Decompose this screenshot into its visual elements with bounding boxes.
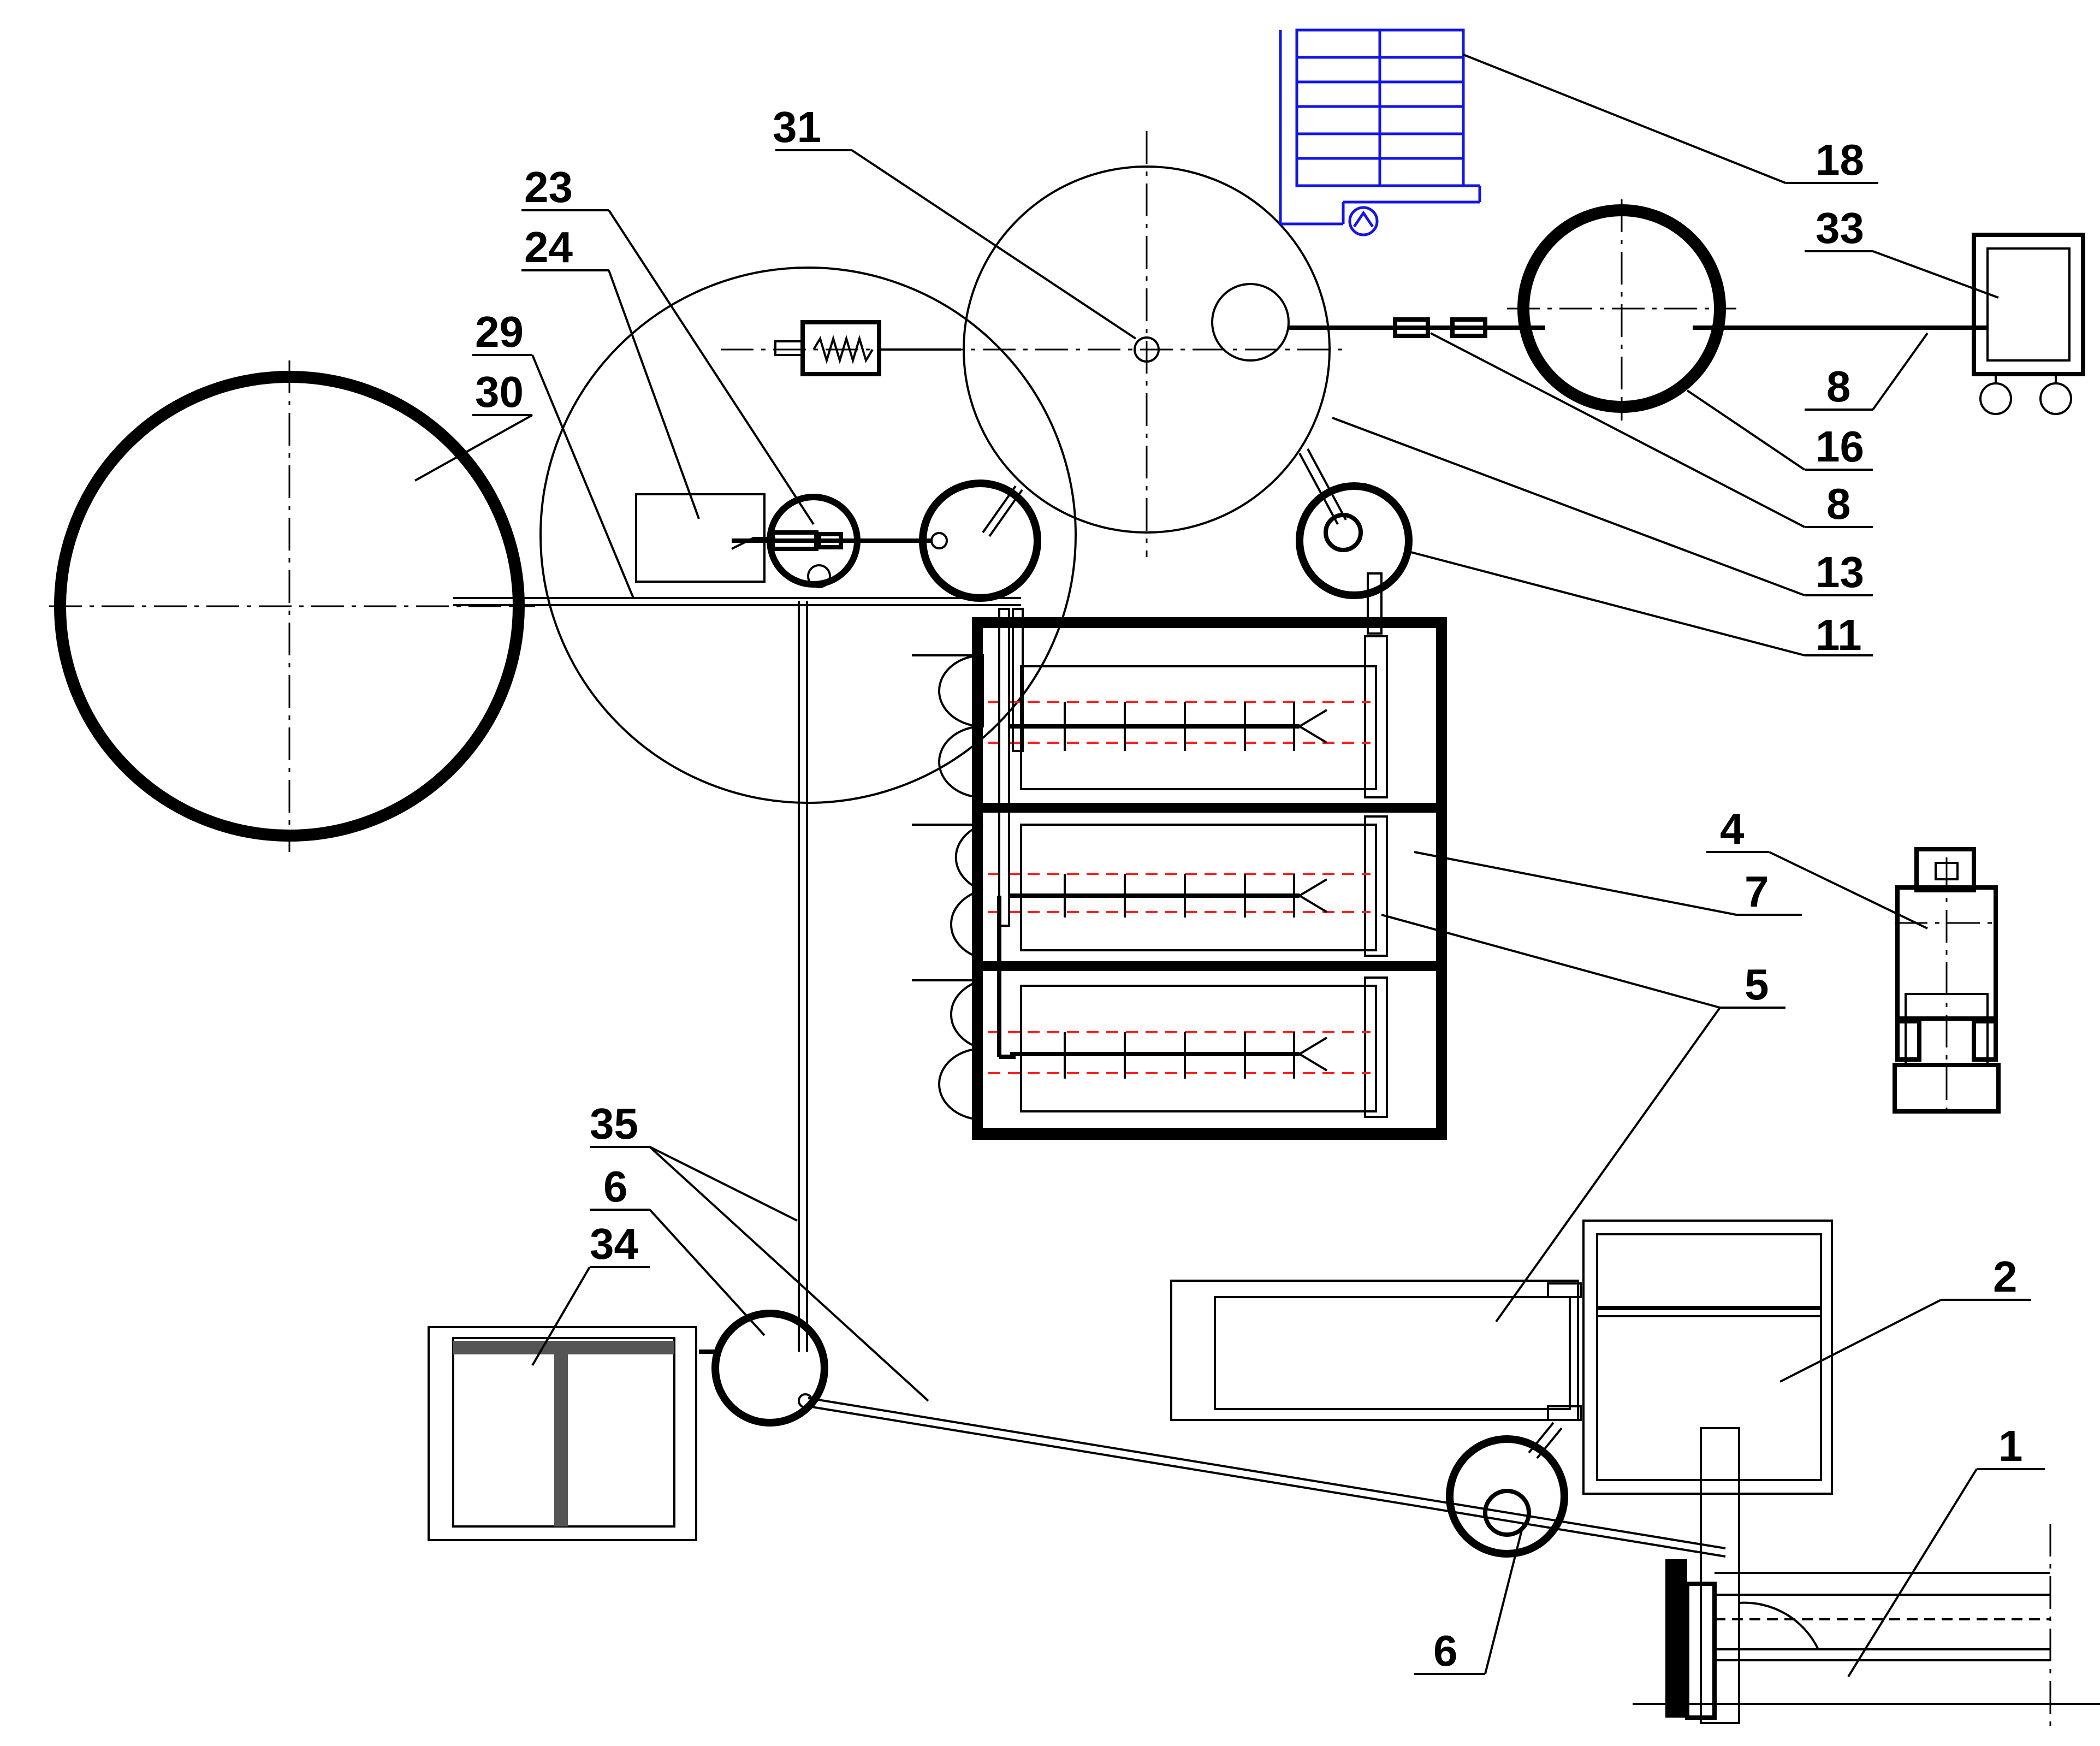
label-1: 1 <box>1998 1422 2023 1470</box>
leader-lines <box>414 54 2045 1678</box>
wheel-11 <box>1296 448 1413 635</box>
shaft-8 <box>1289 317 1988 338</box>
label-11: 11 <box>1816 611 1862 659</box>
tank-34 <box>428 1326 697 1541</box>
crane-circle-13 <box>721 131 1343 557</box>
box-24 <box>635 493 766 583</box>
label-35: 35 <box>590 1099 638 1148</box>
label-31: 31 <box>773 103 821 151</box>
pipe-29 <box>453 597 1021 606</box>
drive-wheel-mid <box>868 480 1041 602</box>
label-34: 34 <box>590 1220 638 1268</box>
vehicle-4 <box>1893 847 2001 1114</box>
label-6-right: 6 <box>1433 1626 1458 1675</box>
label-16: 16 <box>1816 422 1864 471</box>
ring-16 <box>1507 199 1736 421</box>
label-13: 13 <box>1816 548 1864 596</box>
pipe-35-inclined <box>808 1397 1726 1558</box>
label-7: 7 <box>1745 867 1769 916</box>
drive-wheel-23 <box>731 494 868 588</box>
conveyor-1 <box>1633 1427 2100 1731</box>
chamber-block-7 <box>912 608 1447 1140</box>
wheel-6-left <box>699 1310 828 1427</box>
label-8-lower: 8 <box>1826 480 1851 528</box>
labels: 31 23 24 29 30 18 33 8 16 8 13 11 4 7 5 … <box>475 103 2023 1675</box>
pipe-35-vertical <box>798 601 808 1352</box>
label-5: 5 <box>1745 960 1769 1009</box>
label-18: 18 <box>1816 135 1864 184</box>
label-33: 33 <box>1816 204 1864 252</box>
label-4: 4 <box>1720 804 1745 853</box>
label-8-upper: 8 <box>1826 362 1851 411</box>
rack-18 <box>1279 28 1481 236</box>
label-29: 29 <box>475 307 524 356</box>
bin-2 <box>1582 1220 1833 1495</box>
label-24: 24 <box>524 223 573 271</box>
label-23: 23 <box>524 163 573 211</box>
label-6-left: 6 <box>603 1162 628 1211</box>
trailer-5 <box>1170 1280 1582 1421</box>
label-2: 2 <box>1993 1252 2018 1301</box>
control-cabinet-33 <box>1972 233 2085 415</box>
wheel-6-right <box>1446 1422 1568 1558</box>
label-30: 30 <box>475 368 524 416</box>
